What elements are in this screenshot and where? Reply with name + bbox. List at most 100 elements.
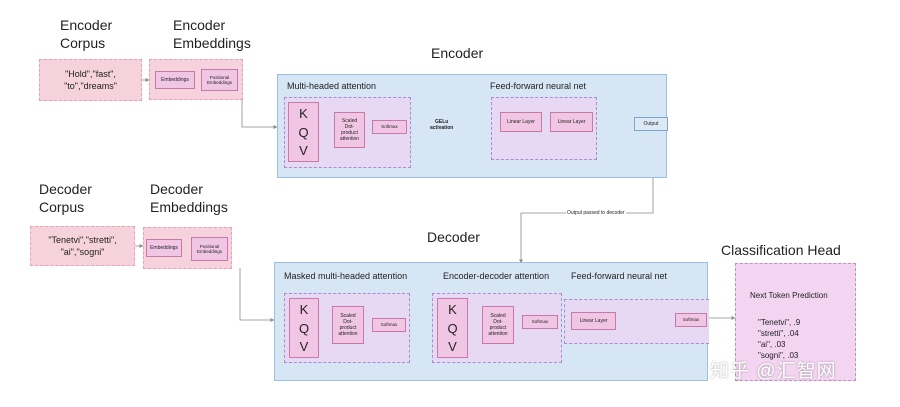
watermark: 知乎 @汇智网	[710, 361, 837, 382]
encoder-scaled-line3: product	[341, 130, 358, 136]
encoder-linear-layer-2: Linear Layer	[550, 112, 593, 132]
decoder-encdec-kqv-node: K Q V	[437, 298, 468, 358]
encoder-scaled-line1: Scaled	[341, 118, 358, 124]
decoder-corpus-tokens-line2: "ai","sogni"	[60, 247, 105, 257]
encoder-v: V	[299, 142, 308, 158]
encoder-positional-line2: Embeddings	[206, 80, 233, 85]
classification-head-box: Next Token Prediction "Tenetvi", .9 "str…	[735, 263, 856, 381]
encoder-corpus-title: Encoder Corpus	[60, 16, 112, 52]
encoder-attention-label: Multi-headed attention	[287, 81, 377, 91]
encoder-gelu-label: GELu activation	[430, 119, 453, 131]
encoder-positional-embeddings-node: Positional Embeddings	[201, 69, 238, 91]
encoder-scaled-dot-product-node: Scaled Dot- product attention	[334, 112, 365, 148]
decoder-encdec-label: Encoder-decoder attention	[443, 271, 550, 281]
decoder-embeddings-title-line2: Embeddings	[150, 199, 228, 215]
prediction-item: "Tenetvi", .9	[758, 318, 801, 327]
next-token-prediction-heading: Next Token Prediction	[750, 291, 828, 300]
decoder-positional-embeddings-node: Positional Embeddings	[191, 237, 228, 261]
encoder-linear1-label: Linear Layer	[507, 119, 535, 125]
encoder-ffn-box: Linear Layer Linear Layer	[491, 97, 597, 160]
encoder-region: Multi-headed attention Feed-forward neur…	[277, 74, 668, 178]
decoder-masked-softmax-label: Softmax	[380, 322, 398, 328]
decoder-encdec-k: K	[448, 302, 457, 318]
decoder-positional-line1: Positional	[199, 243, 220, 249]
prediction-item: "sogni", .03	[758, 351, 799, 360]
decoder-positional-line2: Embeddings	[196, 249, 223, 254]
decoder-linear-label: Linear Layer	[579, 318, 608, 324]
encoder-embeddings-title-line2: Embeddings	[173, 35, 251, 51]
decoder-region: Masked multi-headed attention Encoder-de…	[274, 262, 709, 381]
decoder-encdec-q: Q	[447, 320, 458, 336]
decoder-masked-scaled-line4: attention	[338, 331, 358, 337]
wire-enc-emb-to-encoder	[241, 100, 278, 129]
wire-dec-emb-to-decoder	[239, 268, 275, 322]
encoder-kqv-node: K Q V	[288, 102, 319, 162]
decoder-masked-scaled-line3: product	[339, 325, 357, 331]
decoder-corpus-tokens-line1: "Tenetvi","stretti",	[48, 235, 117, 245]
encoder-corpus-title-line2: Corpus	[60, 35, 106, 51]
output-passed-to-decoder-label: Output passed to decoder	[566, 210, 626, 216]
decoder-masked-kqv-node: K Q V	[289, 298, 319, 358]
encoder-output-node: Output	[634, 117, 668, 131]
decoder-masked-v: V	[299, 338, 309, 354]
encoder-softmax-label: Softmax	[381, 124, 398, 130]
decoder-corpus-box: "Tenetvi","stretti", "ai","sogni"	[30, 226, 135, 266]
decoder-encdec-scaled-line2: Dot-	[493, 319, 503, 325]
decoder-masked-attention-box: K Q V Scaled Dot- product attention Soft…	[284, 293, 410, 363]
encoder-k: K	[299, 106, 308, 122]
decoder-encdec-softmax-node: Softmax	[522, 315, 558, 329]
encoder-attention-box: K Q V Scaled Dot- product attention Soft…	[284, 97, 411, 168]
decoder-masked-q: Q	[298, 320, 310, 336]
encoder-softmax-node: Softmax	[372, 120, 407, 134]
prediction-item: "stretti", .04	[758, 329, 799, 338]
decoder-masked-scaled-line1: Scaled	[340, 313, 356, 319]
decoder-title: Decoder	[427, 229, 480, 245]
encoder-scaled-line4: attention	[339, 136, 360, 142]
prediction-list: "Tenetvi", .9 "stretti", .04 "ai", .03 "…	[758, 317, 800, 361]
encoder-corpus-title-line1: Encoder	[60, 17, 113, 33]
decoder-embeddings-title: Decoder Embeddings	[150, 180, 228, 216]
decoder-embeddings-box: Embeddings Positional Embeddings	[143, 227, 232, 269]
decoder-embeddings-label: Embeddings	[150, 245, 178, 251]
decoder-ffn-box: Linear Layer Softmax	[564, 299, 709, 344]
encoder-positional-line1: Positional	[209, 74, 230, 80]
encoder-output-label: Output	[643, 121, 659, 127]
decoder-encdec-attention-box: K Q V Scaled Dot- product attention Soft…	[432, 293, 562, 363]
decoder-encdec-scaled-line3: product	[489, 325, 507, 331]
encoder-corpus-tokens-line2: "to","dreams"	[64, 81, 117, 91]
decoder-encdec-scaled-node: Scaled Dot- product attention	[482, 306, 514, 344]
decoder-masked-scaled-node: Scaled Dot- product attention	[332, 306, 364, 344]
decoder-masked-scaled-line2: Dot-	[343, 319, 353, 325]
classification-head-title: Classification Head	[721, 242, 841, 258]
encoder-scaled-line2: Dot-	[344, 124, 355, 130]
decoder-masked-k: K	[299, 302, 309, 318]
decoder-masked-softmax-node: Softmax	[372, 318, 406, 332]
encoder-title: Encoder	[431, 45, 484, 61]
encoder-embeddings-box: Embeddings Positional Embeddings	[149, 59, 243, 100]
encoder-embeddings-node: Embeddings	[155, 71, 195, 89]
decoder-encdec-scaled-line4: attention	[488, 331, 508, 337]
decoder-corpus-title-line2: Corpus	[39, 199, 85, 215]
decoder-ffn-softmax-node: Softmax	[675, 313, 707, 327]
decoder-ffn-label: Feed-forward neural net	[571, 271, 668, 281]
decoder-masked-label: Masked multi-headed attention	[284, 271, 408, 281]
prediction-item: "ai", .03	[758, 340, 786, 349]
decoder-encdec-softmax-label: Softmax	[531, 319, 549, 325]
decoder-corpus-title-line1: Decoder	[39, 181, 92, 197]
encoder-q: Q	[298, 124, 309, 140]
decoder-embeddings-title-line1: Decoder	[150, 181, 203, 197]
encoder-linear2-label: Linear Layer	[557, 119, 586, 125]
encoder-ffn-label: Feed-forward neural net	[490, 81, 587, 91]
encoder-linear-layer-1: Linear Layer	[500, 112, 542, 132]
encoder-embeddings-title-line1: Encoder	[173, 17, 226, 33]
decoder-encdec-v: V	[448, 338, 457, 354]
encoder-gelu-line1: GELu	[435, 119, 449, 125]
encoder-embeddings-title: Encoder Embeddings	[173, 16, 251, 52]
encoder-embeddings-label: Embeddings	[161, 77, 189, 83]
encoder-corpus-tokens-line1: "Hold","fast",	[65, 69, 116, 79]
encoder-gelu-line2: activation	[430, 125, 454, 131]
decoder-ffn-softmax-label: Softmax	[682, 317, 700, 323]
decoder-encdec-scaled-line1: Scaled	[490, 313, 506, 319]
encoder-corpus-box: "Hold","fast", "to","dreams"	[39, 59, 142, 101]
decoder-embeddings-node: Embeddings	[146, 239, 182, 257]
